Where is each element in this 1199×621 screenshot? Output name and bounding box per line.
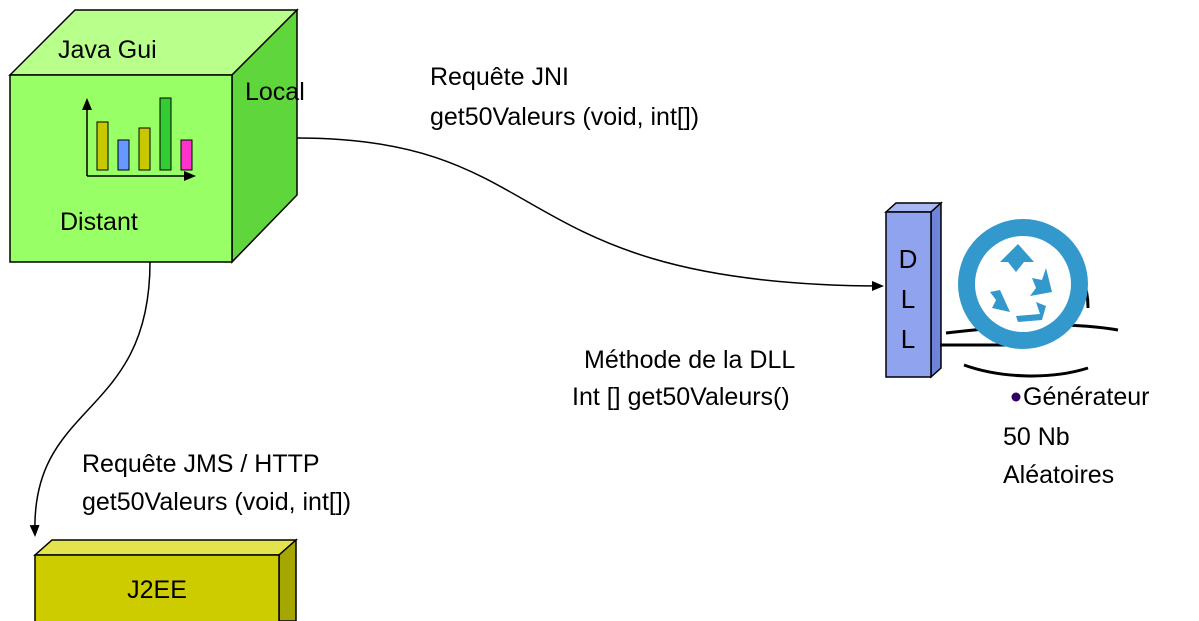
j2ee-box xyxy=(33,538,298,621)
bar-chart-icon xyxy=(82,97,196,181)
j2ee-box-top xyxy=(33,539,298,556)
jms-request-signature: get50Valeurs (void, int[]) xyxy=(82,488,352,516)
generator-line1: Générateur xyxy=(1023,383,1150,411)
recycle-icon xyxy=(990,244,1052,322)
distant-label: Distant xyxy=(60,208,138,236)
dll-box-side xyxy=(930,201,942,379)
j2ee-box-side xyxy=(278,538,297,621)
dll-method-signature: Int [] get50Valeurs() xyxy=(572,383,790,411)
jni-request-signature: get50Valeurs (void, int[]) xyxy=(430,103,700,131)
mini-bar xyxy=(180,139,193,171)
jms-request-title: Requête JMS / HTTP xyxy=(82,450,320,478)
java-gui-box xyxy=(8,8,299,264)
jni-request-title: Requête JNI xyxy=(430,63,569,91)
dll-letter-d: D xyxy=(899,244,918,274)
mini-bar xyxy=(159,97,172,171)
dll-letter-l1: L xyxy=(901,284,915,314)
j2ee-box-front xyxy=(34,554,280,621)
jms-connector xyxy=(29,261,151,537)
generator-line2: 50 Nb xyxy=(1003,423,1070,451)
mini-bar xyxy=(138,127,151,171)
dll-method-title: Méthode de la DLL xyxy=(584,346,796,374)
jni-connector xyxy=(296,137,884,291)
local-label: Local xyxy=(245,78,305,106)
dll-box: D L L xyxy=(884,201,943,379)
java-gui-title: Java Gui xyxy=(58,36,157,64)
j2ee-label: J2EE xyxy=(127,576,187,604)
mini-bar xyxy=(96,121,109,171)
dll-letter-l2: L xyxy=(901,324,915,354)
generator-wheel xyxy=(940,219,1119,378)
dll-box-front xyxy=(885,211,932,378)
generator-bullet xyxy=(1011,392,1021,402)
generator-line3: Aléatoires xyxy=(1003,461,1115,489)
mini-bar xyxy=(117,139,130,171)
